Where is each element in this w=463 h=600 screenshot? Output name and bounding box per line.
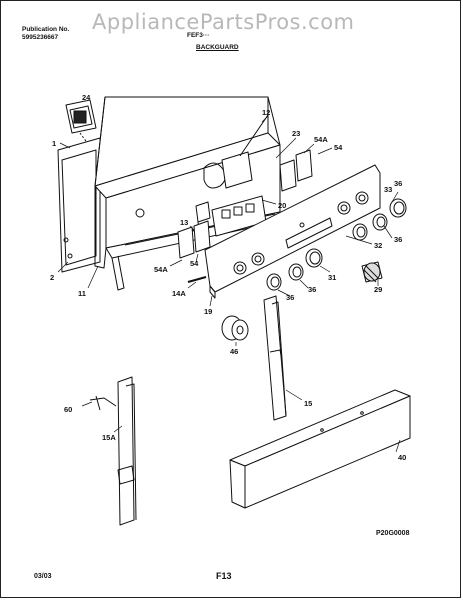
callout: 54 <box>334 143 343 152</box>
callout: 12 <box>262 108 270 117</box>
diagram-code: P20G0008 <box>376 530 410 537</box>
callout: 60 <box>64 405 72 414</box>
end-cap-left <box>89 376 137 526</box>
end-cap-right <box>263 295 287 421</box>
callout: 40 <box>398 453 406 462</box>
callout: 20 <box>278 201 286 210</box>
publication-label: Publication No. <box>22 26 70 33</box>
callout: 54A <box>154 265 168 274</box>
callout: 54A <box>314 135 328 144</box>
side-strip-part <box>94 186 107 269</box>
publication-number: 5995236667 <box>22 34 59 41</box>
callout: 31 <box>328 273 336 282</box>
clock-module-part <box>203 114 269 189</box>
section-title: BACKGUARD <box>196 44 239 51</box>
callout: 54 <box>190 259 199 268</box>
callout: 13 <box>180 218 188 227</box>
callout: 23 <box>292 129 300 138</box>
callout: 33 <box>384 185 392 194</box>
callout: 15A <box>102 433 116 442</box>
callout: 14A <box>172 289 186 298</box>
trim-bar-part <box>229 389 411 509</box>
callout: 29 <box>374 285 382 294</box>
callout: 36 <box>394 179 402 188</box>
callout: 36 <box>286 293 294 302</box>
callout: 24 <box>82 93 91 102</box>
callout: 19 <box>204 307 212 316</box>
callout: 2 <box>50 273 54 282</box>
callout-labels: 24 1 12 23 54A 54 36 20 13 33 54A 54 32 … <box>50 93 406 462</box>
trim-strip-part <box>187 276 207 283</box>
rear-bracket-plate <box>57 137 101 273</box>
page-label: F13 <box>216 571 232 581</box>
large-knob-part <box>221 315 249 341</box>
control-knobs <box>266 198 407 291</box>
callout: 36 <box>308 285 316 294</box>
watermark: AppliancePartsPros.com <box>92 10 355 34</box>
callout: 46 <box>230 347 238 356</box>
callout: 11 <box>78 289 86 298</box>
model-number: FEF3··· <box>187 32 210 39</box>
callout: 15 <box>304 399 312 408</box>
infinite-switch-parts <box>177 149 313 259</box>
callout: 36 <box>394 235 402 244</box>
callout: 1 <box>52 139 56 148</box>
callout: 32 <box>374 241 382 250</box>
control-panel <box>204 164 381 299</box>
date-code: 03/03 <box>34 573 52 580</box>
